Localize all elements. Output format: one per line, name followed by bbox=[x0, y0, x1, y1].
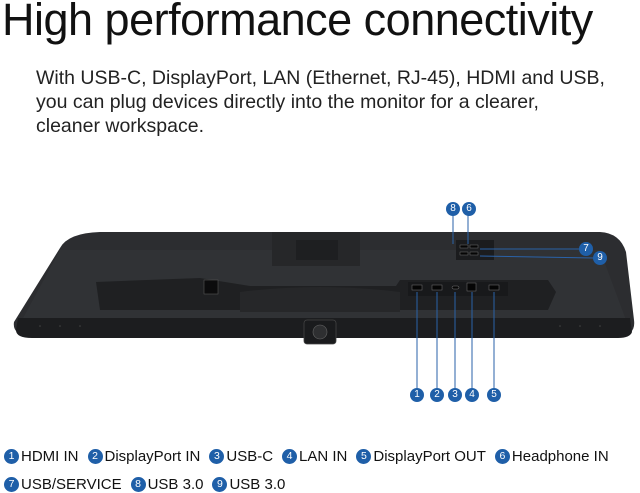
legend-label: DisplayPort OUT bbox=[373, 448, 486, 465]
legend-number-badge: 3 bbox=[209, 449, 225, 464]
legend-label: LAN IN bbox=[299, 448, 348, 465]
legend-number-badge: 8 bbox=[130, 477, 146, 492]
legend-number-badge: 6 bbox=[494, 449, 510, 464]
displayport-out-port bbox=[488, 284, 500, 291]
callout-1-badge: 1 bbox=[410, 388, 424, 402]
legend-label: HDMI IN bbox=[21, 448, 79, 465]
callout-2-badge: 2 bbox=[430, 388, 444, 402]
hdmi-port bbox=[411, 284, 423, 291]
callout-7-badge: 7 bbox=[579, 242, 593, 256]
usb-c-port bbox=[451, 285, 460, 290]
legend-number-badge: 7 bbox=[4, 477, 19, 492]
legend-number-badge: 4 bbox=[282, 449, 298, 464]
legend-number-badge: 5 bbox=[356, 449, 372, 464]
legend-label: USB 3.0 bbox=[147, 476, 204, 493]
description-line: cleaner workspace. bbox=[36, 115, 204, 137]
description-line: you can plug devices directly into the m… bbox=[36, 91, 539, 113]
usb-port bbox=[469, 244, 479, 249]
headline: High performance connectivity bbox=[2, 0, 593, 45]
legend-number-badge: 1 bbox=[4, 449, 19, 464]
legend-label: USB-C bbox=[226, 448, 274, 465]
power-port bbox=[203, 279, 219, 295]
legend-label: Headphone IN bbox=[511, 448, 609, 465]
lan-port bbox=[466, 282, 477, 292]
usb-port bbox=[469, 251, 479, 256]
callout-3-badge: 3 bbox=[448, 388, 462, 402]
displayport-in-port bbox=[431, 284, 443, 291]
usb-port bbox=[459, 251, 469, 256]
callout-5-badge: 5 bbox=[487, 388, 501, 402]
legend-label: DisplayPort IN bbox=[104, 448, 201, 465]
description-text: With USB-C, DisplayPort, LAN (Ethernet, … bbox=[36, 66, 636, 138]
legend-label: USB 3.0 bbox=[229, 476, 286, 493]
legend-label: USB/SERVICE bbox=[21, 476, 122, 493]
legend-number-badge: 9 bbox=[212, 477, 228, 492]
description-line: With USB-C, DisplayPort, LAN (Ethernet, … bbox=[36, 67, 605, 89]
callout-6-badge: 6 bbox=[462, 202, 476, 216]
usb-port bbox=[459, 244, 469, 249]
callout-9-badge: 9 bbox=[593, 251, 607, 265]
legend-number-badge: 2 bbox=[87, 449, 103, 464]
callout-8-badge: 8 bbox=[446, 202, 460, 216]
callout-4-badge: 4 bbox=[465, 388, 479, 402]
